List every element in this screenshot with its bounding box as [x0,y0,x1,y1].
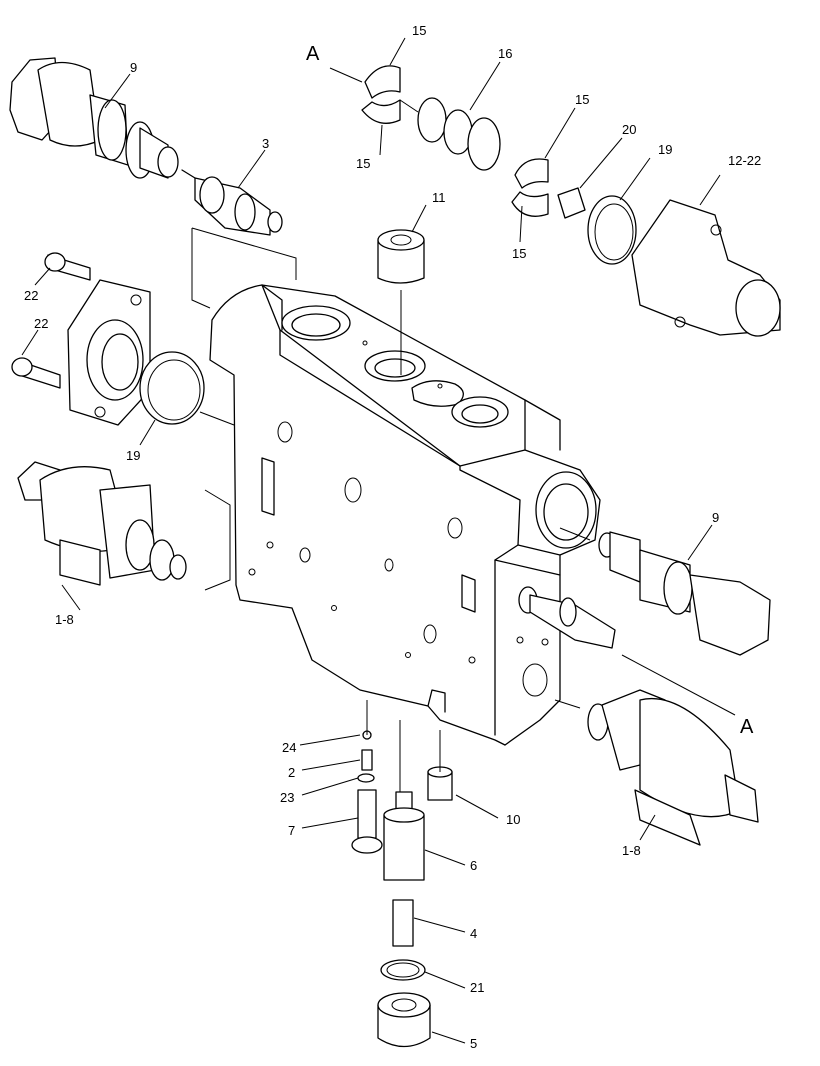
assembly-lines [191,67,736,792]
valve-body [209,284,601,746]
label-11: 11 [432,190,446,205]
o-ring-19-left [139,351,205,425]
label-15-d: 15 [512,246,526,261]
solenoid-1-8-right [587,689,759,846]
label-12-22: 12-22 [728,153,761,168]
label-22-a: 22 [24,288,38,303]
label-7: 7 [288,823,295,838]
cartridge-valve-9-right [598,531,771,656]
label-22-b: 22 [34,316,48,331]
label-6: 6 [470,858,477,873]
label-10: 10 [506,812,520,827]
label-20: 20 [622,122,636,137]
label-15-b: 15 [356,156,370,171]
bottom-parts [351,730,453,1048]
label-15-c: 15 [575,92,589,107]
cartridge-valve-9-top [9,57,179,179]
leader-lines [21,37,721,1044]
part-labels: 9 3 15 15 16 15 15 20 19 12-22 11 22 22 … [24,23,761,1051]
valve-spool-3 [181,169,283,236]
label-21: 21 [470,980,484,995]
label-15-a: 15 [412,23,426,38]
label-4: 4 [470,926,477,941]
label-24: 24 [282,740,296,755]
label-9-right: 9 [712,510,719,525]
label-23: 23 [280,790,294,805]
solenoid-1-8-left [17,461,187,586]
pin-right [529,594,616,649]
cover-12-22 [631,199,781,337]
ring-parts-15-16 [361,65,637,265]
label-1-8-right: 1-8 [622,843,641,858]
label-16: 16 [498,46,512,61]
ref-a-right: A [740,716,754,738]
label-3: 3 [262,136,269,151]
label-19-left: 19 [126,448,140,463]
label-9-top: 9 [130,60,137,75]
label-5: 5 [470,1036,477,1051]
label-2: 2 [288,765,295,780]
plug-11 [377,229,425,284]
label-1-8-left: 1-8 [55,612,74,627]
label-19-top: 19 [658,142,672,157]
ref-a-top: A [306,43,320,65]
